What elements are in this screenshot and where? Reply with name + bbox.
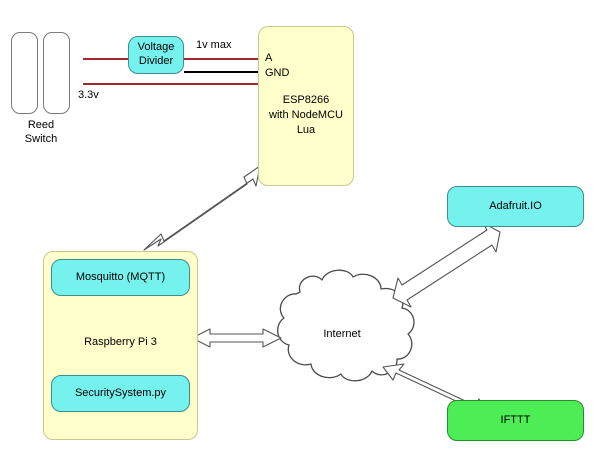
arrow-esp8266-to-raspberry-pi — [143, 165, 261, 251]
arrow-internet-to-adafruit-io — [392, 222, 501, 308]
wire-label-3v3: 3.3v — [78, 89, 99, 101]
esp8266-pin-a-label: A — [265, 52, 273, 64]
adafruit-io-box[interactable]: Adafruit.IO — [447, 186, 584, 227]
wire-voltage-divider-to-pin-gnd — [184, 71, 258, 73]
wire-label-1v-max: 1v max — [196, 39, 232, 51]
raspberry-pi-label: Raspberry Pi 3 — [84, 336, 157, 348]
esp8266-box[interactable]: A GND ESP8266 with NodeMCU Lua — [258, 26, 354, 186]
voltage-divider-label: Voltage Divider — [137, 41, 175, 67]
ifttt-box[interactable]: IFTTT — [447, 400, 584, 441]
ifttt-label: IFTTT — [500, 413, 531, 426]
internet-cloud-shape — [277, 269, 415, 382]
esp8266-pin-gnd-label: GND — [265, 67, 290, 79]
securitysystem-py-box[interactable]: SecuritySystem.py — [51, 375, 190, 412]
internet-cloud-label: Internet — [323, 328, 361, 340]
reed-switch-label: Reed Switch — [24, 119, 58, 146]
securitysystem-py-label: SecuritySystem.py — [74, 386, 167, 399]
voltage-divider-box[interactable]: Voltage Divider — [128, 36, 184, 74]
esp8266-label: ESP8266 with NodeMCU Lua — [269, 94, 343, 136]
wire-reed-to-voltage-divider — [83, 58, 129, 60]
wire-voltage-divider-to-pin-a — [184, 58, 258, 60]
adafruit-io-label: Adafruit.IO — [489, 199, 542, 212]
arrow-raspberry-pi-to-internet — [191, 328, 282, 348]
mosquitto-mqtt-label: Mosquitto (MQTT) — [75, 270, 166, 283]
wire-reed-3v3-to-esp8266 — [83, 83, 258, 85]
reed-switch-bar-right — [43, 32, 70, 114]
reed-switch-bar-left — [11, 32, 38, 114]
mosquitto-mqtt-box[interactable]: Mosquitto (MQTT) — [51, 259, 190, 296]
